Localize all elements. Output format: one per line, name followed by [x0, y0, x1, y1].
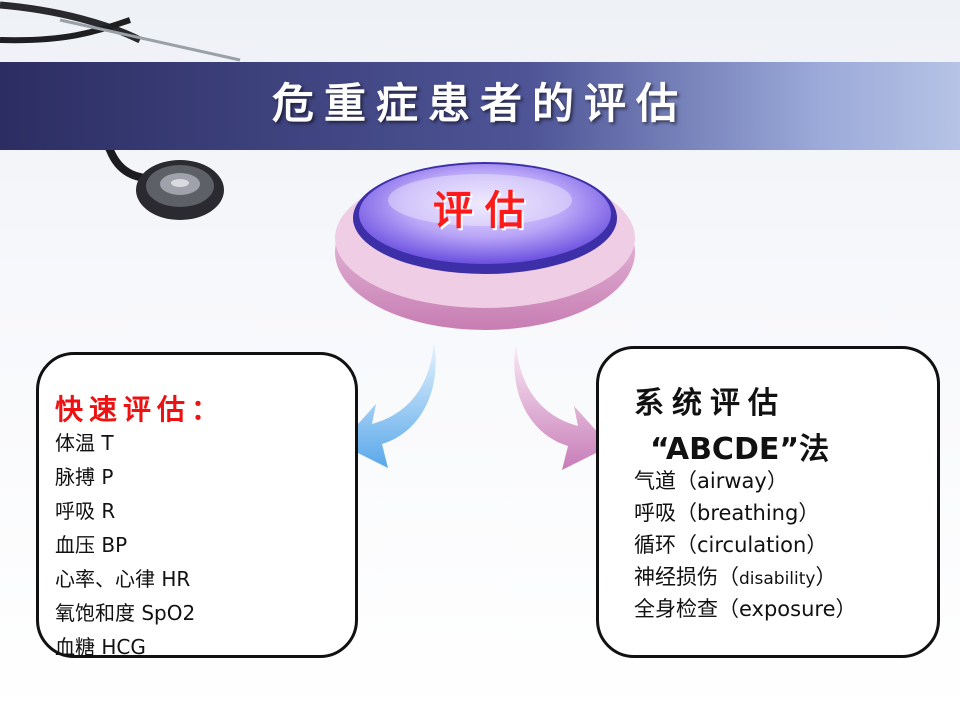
list-item: 呼吸 R: [55, 499, 116, 523]
curved-arrow-right-icon: [514, 344, 610, 470]
center-button-graphic: [335, 162, 635, 330]
list-item: 循环（circulation）: [634, 530, 857, 562]
list-item-close: ）: [806, 533, 828, 557]
list-item-cn: 神经损伤（: [634, 565, 739, 589]
list-item-en: circulation: [697, 533, 807, 557]
list-item-cn: 气道（: [634, 469, 697, 493]
list-item-close: ）: [766, 469, 788, 493]
curved-arrow-left-icon: [340, 342, 436, 468]
list-item-cn: 呼吸（: [634, 501, 697, 525]
list-item-en: disability: [739, 569, 816, 589]
list-item-en: airway: [697, 469, 767, 493]
center-label: 评估: [433, 188, 537, 234]
list-item: 血压 BP: [55, 533, 128, 557]
list-item-close: ）: [815, 565, 837, 589]
list-item: 心率、心律 HR: [55, 567, 191, 591]
system-assessment-heading: 系统评估: [634, 386, 786, 421]
quick-assessment-box: [36, 352, 358, 658]
list-item: 神经损伤（disability）: [634, 562, 857, 594]
list-item: 气道（airway）: [634, 466, 857, 498]
page-title: 危重症患者的评估: [271, 79, 688, 128]
list-item-cn: 循环（: [634, 533, 697, 557]
abcde-list: 气道（airway） 呼吸（breathing） 循环（circulation）…: [634, 466, 857, 626]
quick-assessment-heading: 快速评估：: [55, 393, 226, 426]
abcde-method-title: “ABCDE”法: [650, 432, 830, 467]
list-item: 血糖 HCG: [55, 635, 146, 659]
title-band: [0, 62, 960, 150]
list-item: 全身检查（exposure）: [634, 594, 857, 626]
system-assessment-box: [596, 346, 940, 658]
list-item-en: breathing: [697, 501, 799, 525]
list-item: 氧饱和度 SpO2: [55, 601, 196, 625]
list-item-close: ）: [835, 597, 857, 621]
list-item-close: ）: [798, 501, 820, 525]
quick-assessment-list: 体温 T 脉搏 P 呼吸 R 血压 BP 心率、心律 HR 氧饱和度 SpO2 …: [55, 428, 195, 666]
list-item: 体温 T: [55, 431, 114, 455]
list-item-en: exposure: [739, 597, 836, 621]
list-item: 脉搏 P: [55, 465, 114, 489]
list-item: 呼吸（breathing）: [634, 498, 857, 530]
list-item-cn: 全身检查（: [634, 597, 739, 621]
